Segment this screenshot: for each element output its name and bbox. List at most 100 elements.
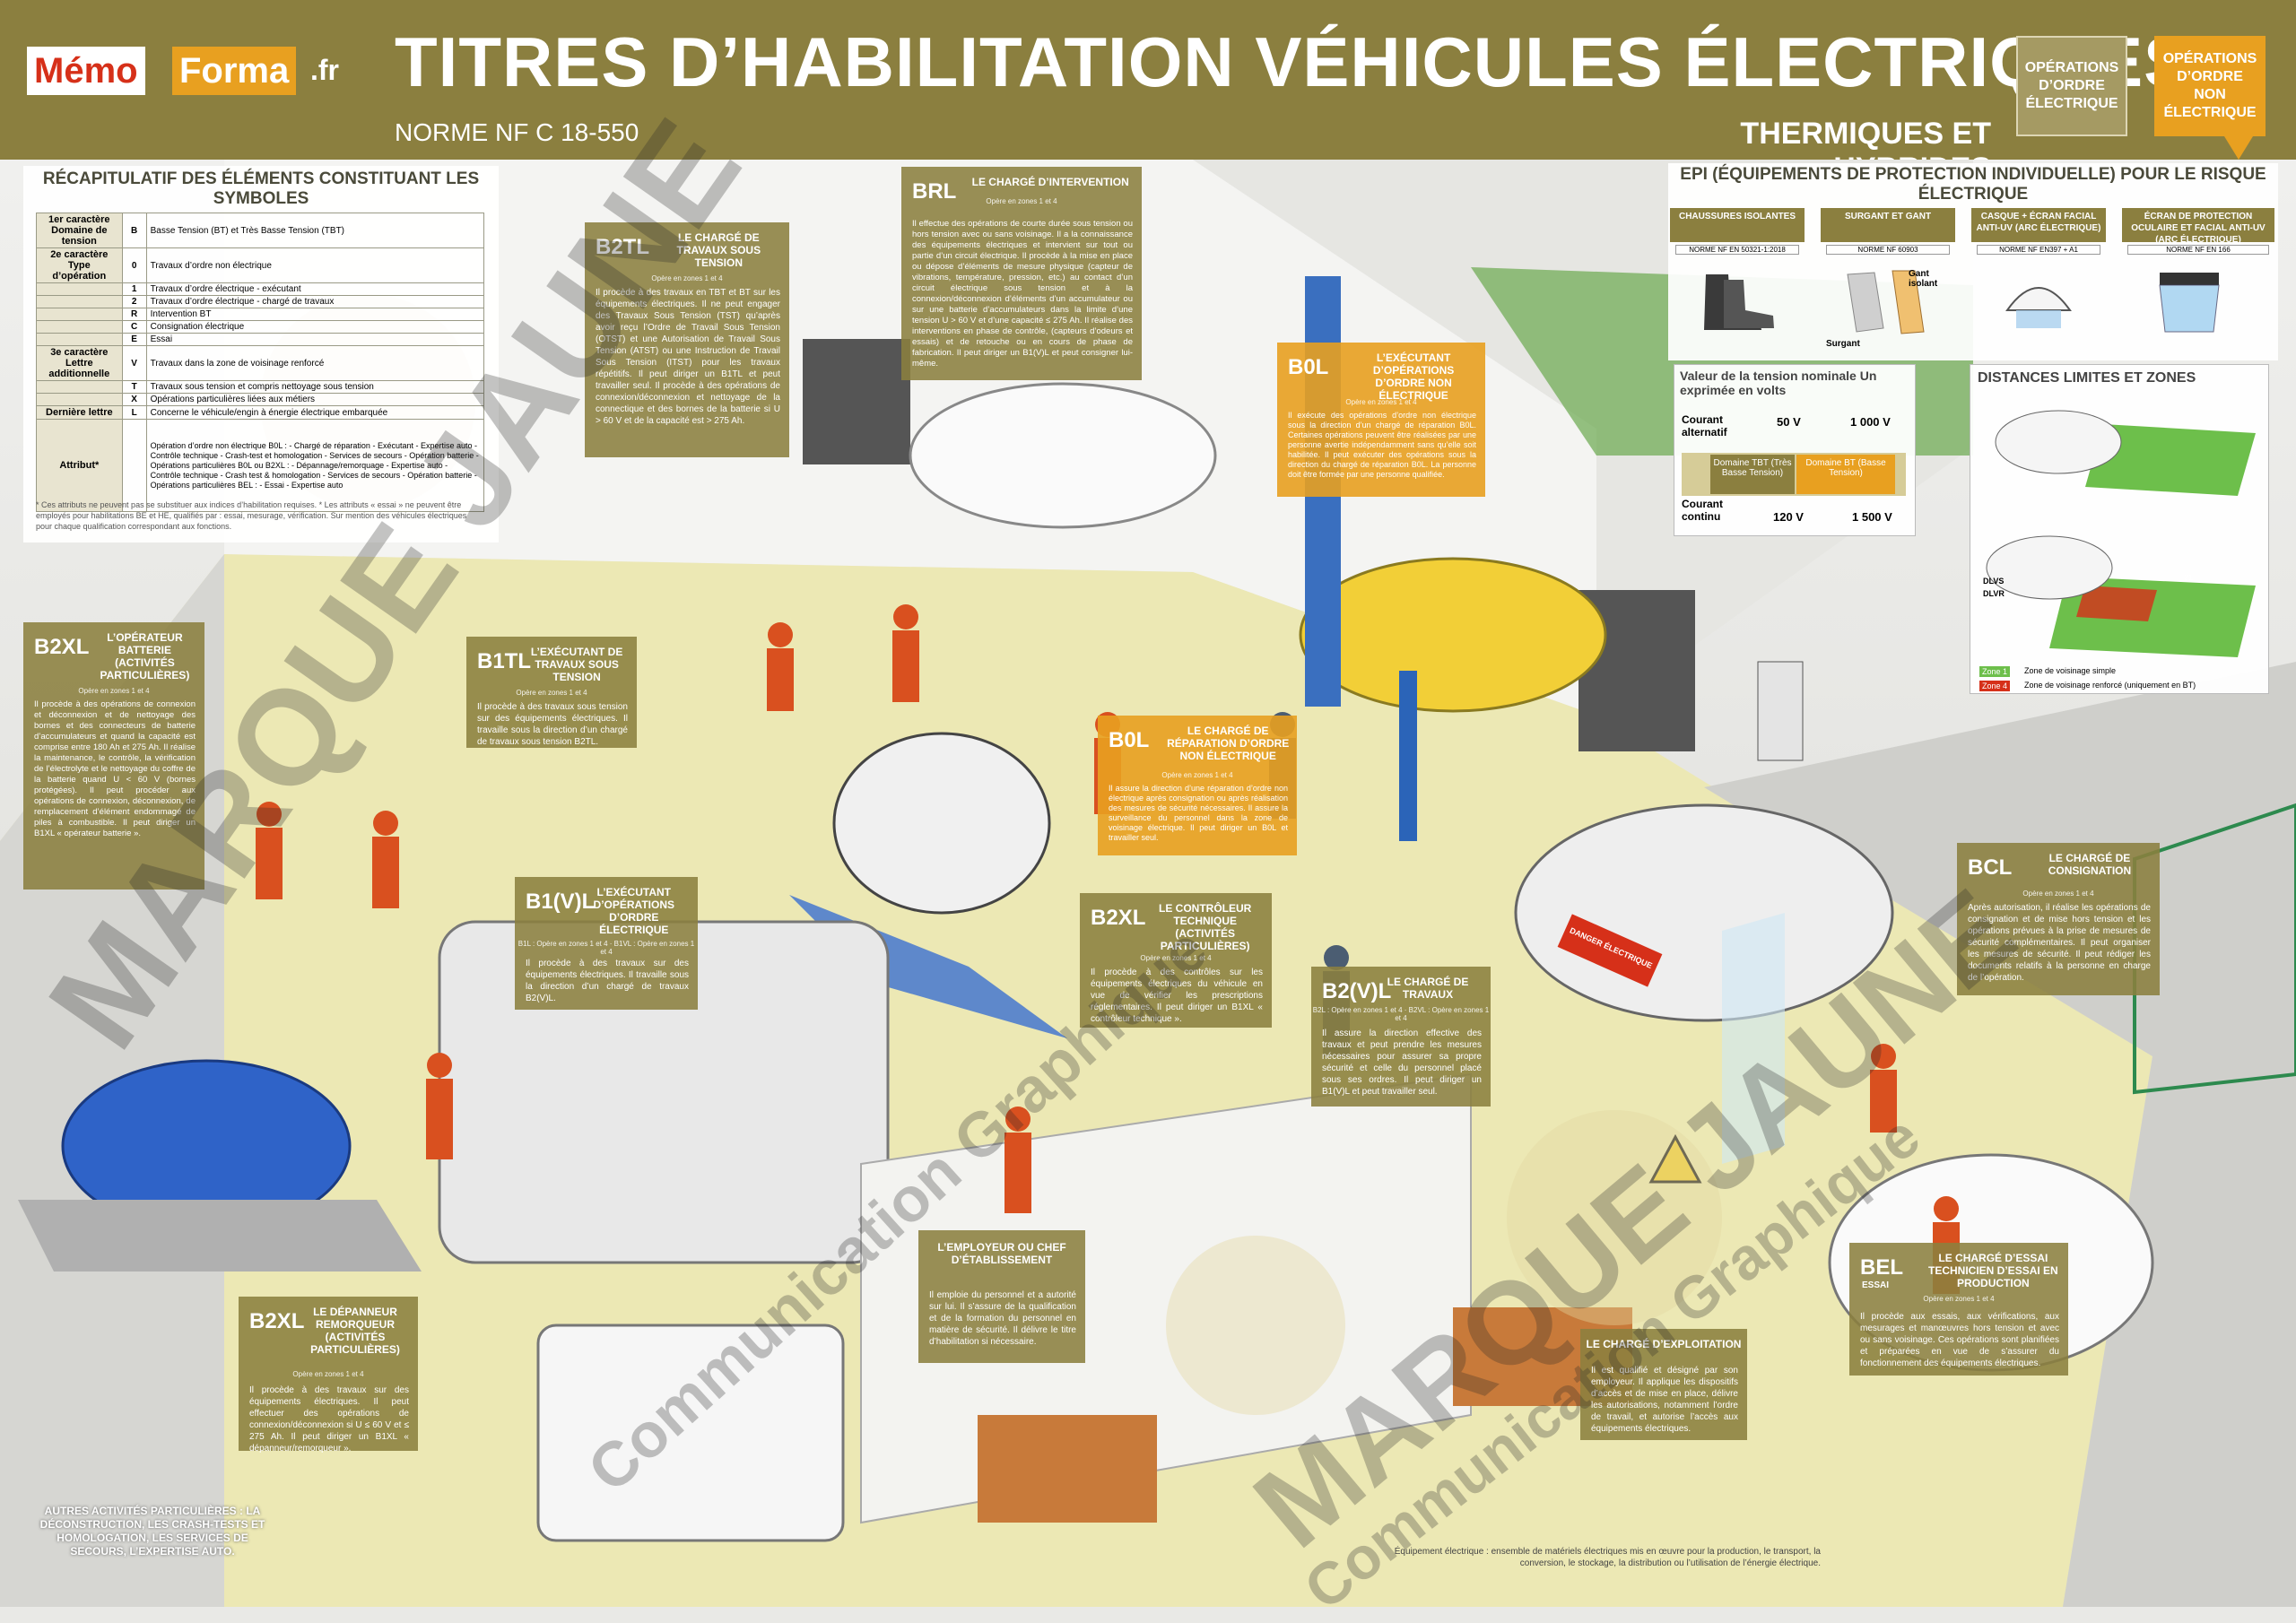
recap-row-text: Consignation électrique xyxy=(145,320,485,334)
card-role: LE CHARGÉ DE RÉPARATION D’ORDRE NON ÉLEC… xyxy=(1167,725,1290,762)
ac-label: Courant alternatif xyxy=(1682,413,1727,438)
white-car-hood xyxy=(909,382,1217,529)
recap-row-text: Opérations particulières liées aux métie… xyxy=(145,393,485,406)
epi-gloves: SURGANT ET GANT NORME NF 60903 Gant isol… xyxy=(1821,208,1955,352)
header-banner: Mémo Forma .fr TITRES D’HABILITATION VÉH… xyxy=(0,0,2296,186)
employer-desk xyxy=(978,1415,1157,1523)
card-code: B2(V)L xyxy=(1322,979,1392,1003)
recap-row-head: 1er caractère Domaine de tension xyxy=(36,213,123,248)
card-desc: Il procède à des travaux sous tension su… xyxy=(477,702,628,747)
decor-disk xyxy=(1166,1236,1345,1415)
card-role: LE CHARGÉ DE CONSIGNATION xyxy=(2048,852,2132,877)
tbt-domain: Domaine TBT (Très Basse Tension) xyxy=(1710,455,1795,494)
tow-truck-cab xyxy=(536,1324,845,1542)
logo-memo: Mémo xyxy=(27,47,145,95)
card-role: L’EMPLOYEUR OU CHEF D’ÉTABLISSEMENT xyxy=(937,1241,1066,1266)
card-code: BRL xyxy=(912,179,957,204)
recap-row-head: 2e caractère Type d’opération xyxy=(36,247,123,283)
tension-title: Valeur de la tension nominale Un exprimé… xyxy=(1680,369,1877,397)
recap-row-head: Attribut* xyxy=(36,419,123,512)
recap-row-text: Travaux d’ordre électrique - chargé de t… xyxy=(145,295,485,308)
recap-row-code: 2 xyxy=(121,295,147,308)
recap-row-text: Intervention BT xyxy=(145,308,485,321)
logo-forma: Forma xyxy=(172,47,297,95)
recap-row-text: Opération d’ordre non électrique B0L : -… xyxy=(145,419,485,512)
card-desc: Il procède à des contrôles sur les équip… xyxy=(1091,968,1263,1024)
card-role: L’OPÉRATEUR BATTERIE (ACTIVITÉS PARTICUL… xyxy=(100,631,190,681)
card-zone: Opère en zones 1 et 4 xyxy=(986,197,1057,205)
card-code: B2XL xyxy=(34,635,90,659)
dlvr-label: DLVR xyxy=(1983,589,2005,598)
card-code: BEL xyxy=(1860,1255,1903,1280)
card-zone: Opère en zones 1 et 4 xyxy=(1923,1295,1995,1303)
card-b2xl-depanneur: B2XL LE DÉPANNEUR REMORQUEUR (ACTIVITÉS … xyxy=(239,1297,418,1454)
epi-norm: NORME NF 60903 xyxy=(1826,245,1950,255)
card-desc: Il effectue des opérations de courte dur… xyxy=(912,219,1133,369)
card-role: LE DÉPANNEUR REMORQUEUR (ACTIVITÉS PARTI… xyxy=(310,1306,400,1356)
recap-row-code: T xyxy=(121,380,147,394)
card-zone: B1L : Opère en zones 1 et 4 · B1VL : Opè… xyxy=(517,940,695,956)
recap-row-head: 3e caractère Lettre additionnelle xyxy=(36,345,123,381)
epi-norm: NORME NF EN 166 xyxy=(2127,245,2269,255)
recap-row-text: Travaux dans la zone de voisinage renfor… xyxy=(145,345,485,381)
gloves-icon xyxy=(1847,270,1925,334)
card-desc: Il est qualifié et désigné par son emplo… xyxy=(1591,1366,1738,1434)
card-role: LE CONTRÔLEUR TECHNIQUE (ACTIVITÉS PARTI… xyxy=(1158,902,1252,952)
card-b2tl: B2TL LE CHARGÉ DE TRAVAUX SOUS TENSION O… xyxy=(585,222,789,457)
tension-panel: Valeur de la tension nominale Un exprimé… xyxy=(1674,364,1916,536)
card-code: B2XL xyxy=(249,1309,305,1333)
boots-icon xyxy=(1704,274,1774,330)
recap-row-text: Travaux d’ordre non électrique xyxy=(145,247,485,283)
card-zone: Opère en zones 1 et 4 xyxy=(1345,398,1417,406)
card-role: LE CHARGÉ DE TRAVAUX SOUS TENSION xyxy=(676,231,761,269)
card-bel: BEL ESSAI LE CHARGÉ D’ESSAI TECHNICIEN D… xyxy=(1849,1243,2068,1376)
recap-row-code: C xyxy=(121,320,147,334)
card-desc: Il procède à des opérations de connexion… xyxy=(34,699,196,838)
other-activities-text: AUTRES ACTIVITÉS PARTICULIÈRES : LA DÉCO… xyxy=(39,1505,265,1558)
zone4-text: Zone de voisinage renforcé (uniquement e… xyxy=(2024,681,2196,690)
card-role: LE CHARGÉ DE TRAVAUX xyxy=(1387,976,1469,1001)
tow-platform xyxy=(18,1200,422,1271)
v120-label: 120 V xyxy=(1773,510,1804,524)
norme-label: NORME NF C 18-550 xyxy=(395,118,639,146)
recap-row-text: Basse Tension (BT) et Très Basse Tension… xyxy=(145,213,485,248)
card-b0l-reparation: B0L LE CHARGÉ DE RÉPARATION D’ORDRE NON … xyxy=(1098,716,1297,855)
epi-norm: NORME NF EN 50321-1:2018 xyxy=(1675,245,1799,255)
card-brl: BRL LE CHARGÉ D’INTERVENTION Opère en zo… xyxy=(901,167,1142,380)
recap-row-code: R xyxy=(121,308,147,321)
card-code: B1TL xyxy=(477,649,531,673)
card-role: LE CHARGÉ D’INTERVENTION xyxy=(971,176,1129,188)
glove-label: Gant isolant xyxy=(1909,269,1938,289)
memoforma-logo[interactable]: Mémo Forma .fr xyxy=(27,47,339,95)
card-zone: Opère en zones 1 et 4 xyxy=(516,689,587,697)
legend-non-electric-box: OPÉRATIONS D’ORDRE NON ÉLECTRIQUE xyxy=(2154,36,2266,160)
card-b1vl: B1(V)L L’EXÉCUTANT D’OPÉRATIONS D’ORDRE … xyxy=(515,877,698,1010)
zone4-badge: Zone 4 xyxy=(1979,681,2011,691)
zone1-badge: Zone 1 xyxy=(1979,666,2011,677)
face-shield-icon xyxy=(2159,273,2220,333)
epi-title: EPI (ÉQUIPEMENTS DE PROTECTION INDIVIDUE… xyxy=(1680,165,2266,204)
recap-row-head xyxy=(36,380,123,394)
recap-row-code: B xyxy=(121,213,147,248)
recap-row-text: Essai xyxy=(145,333,485,346)
card-zone: Opère en zones 1 et 4 xyxy=(78,687,150,695)
twizy-car xyxy=(832,732,1051,915)
zones-diagram xyxy=(1986,410,2256,657)
card-role: LE CHARGÉ D’EXPLOITATION xyxy=(1586,1338,1742,1350)
recap-row-code: 0 xyxy=(121,247,147,283)
definition-text: Équipement électrique : ensemble de maté… xyxy=(1394,1547,1821,1568)
card-b2xl-batterie: B2XL L’OPÉRATEUR BATTERIE (ACTIVITÉS PAR… xyxy=(23,622,204,890)
recap-row-code: L xyxy=(121,405,147,420)
ev-charger xyxy=(1757,661,1804,761)
card-zone: Opère en zones 1 et 4 xyxy=(651,274,723,282)
